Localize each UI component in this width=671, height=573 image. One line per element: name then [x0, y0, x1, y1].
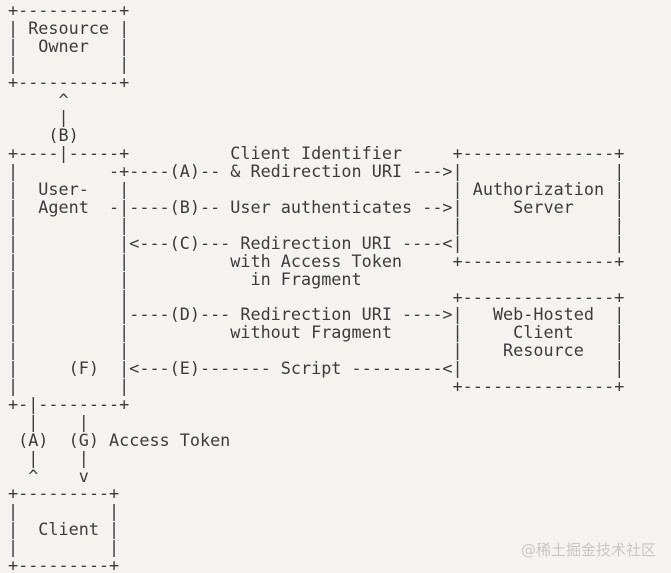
watermark: @稀土掘金技术社区: [520, 541, 656, 559]
